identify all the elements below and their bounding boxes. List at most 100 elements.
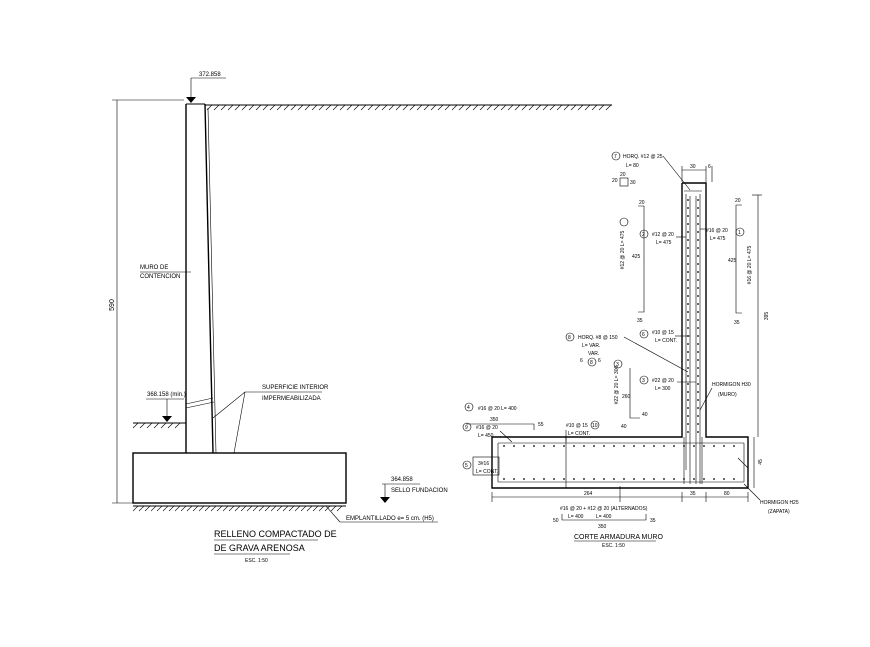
rebar-dot xyxy=(697,431,699,433)
concrete-footing-leader xyxy=(743,483,761,501)
hatch-stroke xyxy=(297,104,304,111)
hatch-stroke xyxy=(146,422,153,429)
bar1-dim-3: 35 xyxy=(734,320,740,326)
hatch-stroke xyxy=(228,505,235,512)
bar9-label: #16 @ 20 xyxy=(476,425,498,431)
rebar-dot xyxy=(697,255,699,257)
rebar-dot xyxy=(723,478,725,480)
hatch-stroke xyxy=(472,104,479,111)
hatch-stroke xyxy=(339,104,346,111)
rebar-dot xyxy=(603,478,605,480)
rebar-dot xyxy=(697,423,699,425)
fill-elevation: 368.158 (min.) xyxy=(147,392,186,398)
hatch-stroke xyxy=(192,505,199,512)
bar8-leader xyxy=(623,336,689,373)
hatch-stroke xyxy=(444,104,451,111)
rebar-dot xyxy=(623,445,625,447)
hatch-stroke xyxy=(234,505,241,512)
rebar-dot xyxy=(697,359,699,361)
hatch-stroke xyxy=(324,505,331,512)
hatch-stroke xyxy=(493,104,500,111)
hatch-stroke xyxy=(563,104,570,111)
rebar-dot xyxy=(697,223,699,225)
rebar-dot xyxy=(563,478,565,480)
rebar-dot xyxy=(697,207,699,209)
rebar-dot xyxy=(687,223,689,225)
rebar-dot xyxy=(687,271,689,273)
mark-8: 8 xyxy=(568,335,571,341)
rebar-dot xyxy=(697,295,699,297)
fill-elev-marker xyxy=(162,416,172,422)
hatch-stroke xyxy=(514,104,521,111)
hatch-stroke xyxy=(153,422,160,429)
hatch-stroke xyxy=(168,505,175,512)
stem-longitudinal-bars xyxy=(687,199,699,433)
hatch-stroke xyxy=(210,505,217,512)
rebar-dot xyxy=(697,303,699,305)
hatch-stroke xyxy=(416,104,423,111)
bar8-dim-1: 6 xyxy=(580,358,583,364)
hatch-stroke xyxy=(241,104,248,111)
bar7-dim-1: 20 xyxy=(620,172,626,178)
bar1-len: L= 475 xyxy=(710,236,726,242)
rebar-dot xyxy=(687,311,689,313)
bar2-label: #12 @ 20 xyxy=(652,232,674,238)
hatch-stroke xyxy=(605,104,612,111)
bottom-bar-len-b: L= 400 xyxy=(596,514,612,520)
bottom-bar-dim-2: 350 xyxy=(598,524,607,530)
mark-1: 1 xyxy=(738,230,741,236)
bar2-dim-3: 35 xyxy=(637,318,643,324)
bar8-label: HORQ. #8 @ 150 xyxy=(578,335,618,341)
hatch-stroke xyxy=(311,104,318,111)
rebar-dot xyxy=(697,383,699,385)
hatch-stroke xyxy=(288,505,295,512)
hatch-stroke xyxy=(283,104,290,111)
bar3-label: #22 @ 20 xyxy=(652,378,674,384)
bar8-var: VAR. xyxy=(588,351,599,357)
bar7-dim-2: 30 xyxy=(630,180,636,186)
hatch-stroke xyxy=(521,104,528,111)
rebar-dot xyxy=(673,445,675,447)
rebar-dot xyxy=(593,478,595,480)
rebar-dot xyxy=(633,445,635,447)
rebar-dot xyxy=(687,215,689,217)
hatch-stroke xyxy=(304,104,311,111)
hatch-stroke xyxy=(290,104,297,111)
rebar-dot xyxy=(503,478,505,480)
rebar-dot xyxy=(697,327,699,329)
rebar-dot xyxy=(693,445,695,447)
concrete-footing: HORMIGON H25 xyxy=(760,500,799,506)
mark-5: 5 xyxy=(465,463,468,469)
rebar-dot xyxy=(687,231,689,233)
rebar-dot xyxy=(697,271,699,273)
rebar-dot xyxy=(687,247,689,249)
wall-label-2: CONTENCION xyxy=(140,274,180,280)
mark-3-circle-b xyxy=(639,375,649,385)
hatch-stroke xyxy=(318,104,325,111)
mark-6: 6 xyxy=(642,332,645,338)
concrete-wall-sub: (MURO) xyxy=(718,392,737,398)
rebar-dot xyxy=(697,215,699,217)
rebar-dot xyxy=(713,478,715,480)
hatch-stroke xyxy=(591,104,598,111)
hatch-stroke xyxy=(549,104,556,111)
bar5-label: 3#16 xyxy=(478,461,489,467)
waterproof-line xyxy=(207,107,217,454)
rebar-dot xyxy=(573,445,575,447)
bar2-dim-2: 425 xyxy=(632,254,641,260)
bottom-bar-len-a: L= 400 xyxy=(568,514,584,520)
hatch-stroke xyxy=(132,422,139,429)
rebar-dot xyxy=(733,445,735,447)
bar3-len: L= 300 xyxy=(655,386,671,392)
rebar-dot xyxy=(573,478,575,480)
hatch-stroke xyxy=(312,505,319,512)
bar9-len: L= 450 xyxy=(478,433,494,439)
footing-longitudinal-bars xyxy=(503,445,735,480)
bar2-shape xyxy=(638,205,645,313)
rebar-dot xyxy=(697,319,699,321)
rebar-dot xyxy=(687,423,689,425)
rebar-dot xyxy=(687,359,689,361)
rebar-dot xyxy=(723,445,725,447)
bottom-bar-dim-1: 50 xyxy=(553,518,559,524)
rebar-dot xyxy=(697,199,699,201)
